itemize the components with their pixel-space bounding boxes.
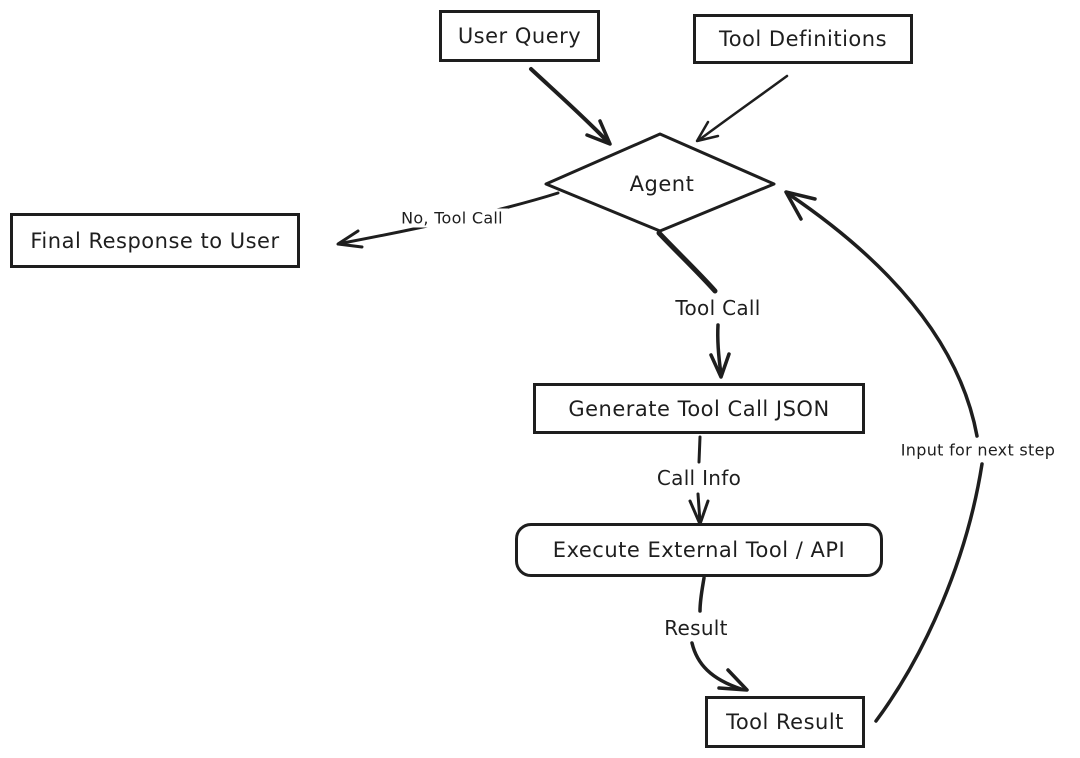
node-tool-result-label: Tool Result <box>726 710 844 734</box>
node-final-response: Final Response to User <box>10 213 300 268</box>
node-tool-definitions: Tool Definitions <box>693 14 913 64</box>
node-final-response-label: Final Response to User <box>30 228 280 253</box>
node-tool-definitions-label: Tool Definitions <box>718 27 888 51</box>
edge-label-result: Result <box>659 616 733 640</box>
node-execute-external-tool-label: Execute External Tool / API <box>552 538 846 562</box>
node-generate-tool-call-json-label: Generate Tool Call JSON <box>568 396 830 421</box>
node-user-query: User Query <box>439 10 600 62</box>
node-execute-external-tool: Execute External Tool / API <box>515 523 883 577</box>
edge-tool-result-to-agent <box>784 190 984 723</box>
node-generate-tool-call-json: Generate Tool Call JSON <box>533 383 865 434</box>
edge-agent-to-tool-call-stub <box>656 230 718 294</box>
edge-label-call-info: Call Info <box>651 466 747 490</box>
edge-user-query-to-agent <box>529 67 612 146</box>
edge-label-tool-call: Tool Call <box>670 296 766 320</box>
edge-label-no-tool-call: No, Tool Call <box>396 208 508 228</box>
edge-execute-to-tool-result <box>690 576 749 692</box>
edge-tool-definitions-to-agent <box>695 74 789 143</box>
node-user-query-label: User Query <box>457 24 582 48</box>
edge-label-input-for-next-step: Input for next step <box>895 440 1061 460</box>
edge-tool-call-to-generate-json <box>709 323 731 379</box>
node-agent-label: Agent <box>629 172 695 196</box>
node-tool-result: Tool Result <box>705 696 865 748</box>
